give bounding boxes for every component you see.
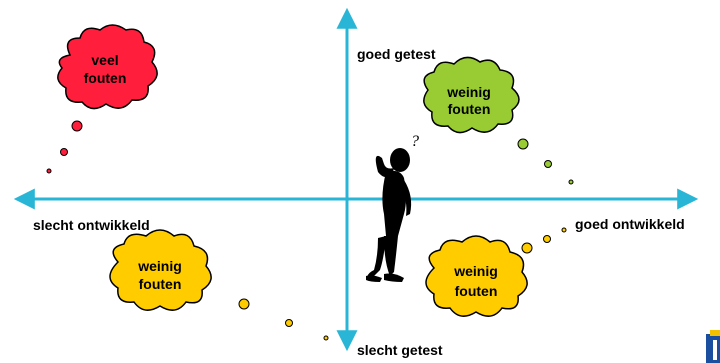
cloud-top-left-line1: veel (91, 52, 118, 68)
cloud-bottom-right: weinig fouten (425, 235, 528, 317)
bubble-dots-top-right (517, 138, 574, 185)
y-axis-bottom-label: slecht getest (357, 342, 443, 358)
cloud-top-left-line2: fouten (84, 70, 127, 86)
bubble-dots-top-left (46, 120, 83, 174)
y-axis-top-label: goed getest (357, 46, 436, 62)
x-axis-right-label: goed ontwikkeld (575, 216, 685, 232)
cloud-bottom-left: weinig fouten (109, 229, 212, 311)
cloud-bottom-left-line2: fouten (139, 276, 182, 292)
x-axis-left-label: slecht ontwikkeld (33, 217, 150, 233)
cloud-top-left: veel fouten (57, 24, 158, 110)
cloud-top-right-line2: fouten (448, 101, 491, 117)
cloud-bottom-left-line1: weinig (137, 258, 182, 274)
cloud-bottom-right-line1: weinig (453, 263, 498, 279)
bubble-dots-bottom-right (521, 227, 567, 254)
cloud-top-right-line1: weinig (446, 84, 491, 100)
thinking-person-icon (366, 148, 412, 282)
bubble-dots-bottom-left (238, 298, 329, 341)
logo-fragment (706, 330, 720, 363)
thought-question-mark: ? (411, 133, 419, 150)
cloud-bottom-right-line2: fouten (455, 283, 498, 299)
cloud-top-right: weinig fouten (423, 56, 520, 134)
